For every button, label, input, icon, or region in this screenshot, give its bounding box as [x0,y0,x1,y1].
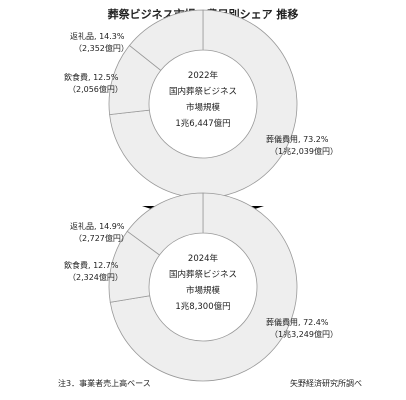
slice-amount-label: （2,727億円） [74,233,129,243]
donut-chart-2022: 葬儀費用, 73.2% （1兆2,039億円） 飲食費, 12.5% （2,056億円… [64,9,338,199]
slice-amount-label: （1兆2,039億円） [270,146,338,156]
slice-label: 葬儀費用, 72.4% [266,317,329,327]
center-text-line: 1兆8,300億円 [175,301,230,312]
slice-amount-label: （2,056億円） [68,84,123,94]
donut-chart-2024: 葬儀費用, 72.4% （1兆3,249億円） 飲食費, 12.7% （2,324億円… [64,192,338,382]
slice-label: 返礼品, 14.3% [70,31,125,41]
center-text-line: 国内葬祭ビジネス [169,86,237,97]
pie-slice-返礼品 [126,192,204,256]
slice-label: 葬儀費用, 73.2% [266,134,329,144]
slice-amount-label: （2,352億円） [74,43,129,53]
footnote-source-basis: 注3．事業者売上高ベース [58,379,151,388]
slice-label: 飲食費, 12.5% [64,72,119,82]
pie-slice-返礼品 [128,9,204,71]
center-text-line: 1兆6,447億円 [175,118,230,129]
center-text-line: 2024年 [188,253,219,264]
pie-slice-葬儀費用 [109,9,298,199]
center-text-line: 市場規模 [186,102,221,113]
slice-amount-label: （1兆3,249億円） [270,329,338,339]
slice-label: 返礼品, 14.9% [70,221,125,231]
slice-label: 飲食費, 12.7% [64,260,119,270]
pie-slice-葬儀費用 [109,192,298,382]
footnote-research-credit: 矢野経済研究所調べ [290,379,362,388]
center-text-line: 市場規模 [186,285,221,296]
slice-amount-label: （2,324億円） [68,272,123,282]
center-text-line: 2022年 [188,70,219,81]
center-text-line: 国内葬祭ビジネス [169,269,237,280]
